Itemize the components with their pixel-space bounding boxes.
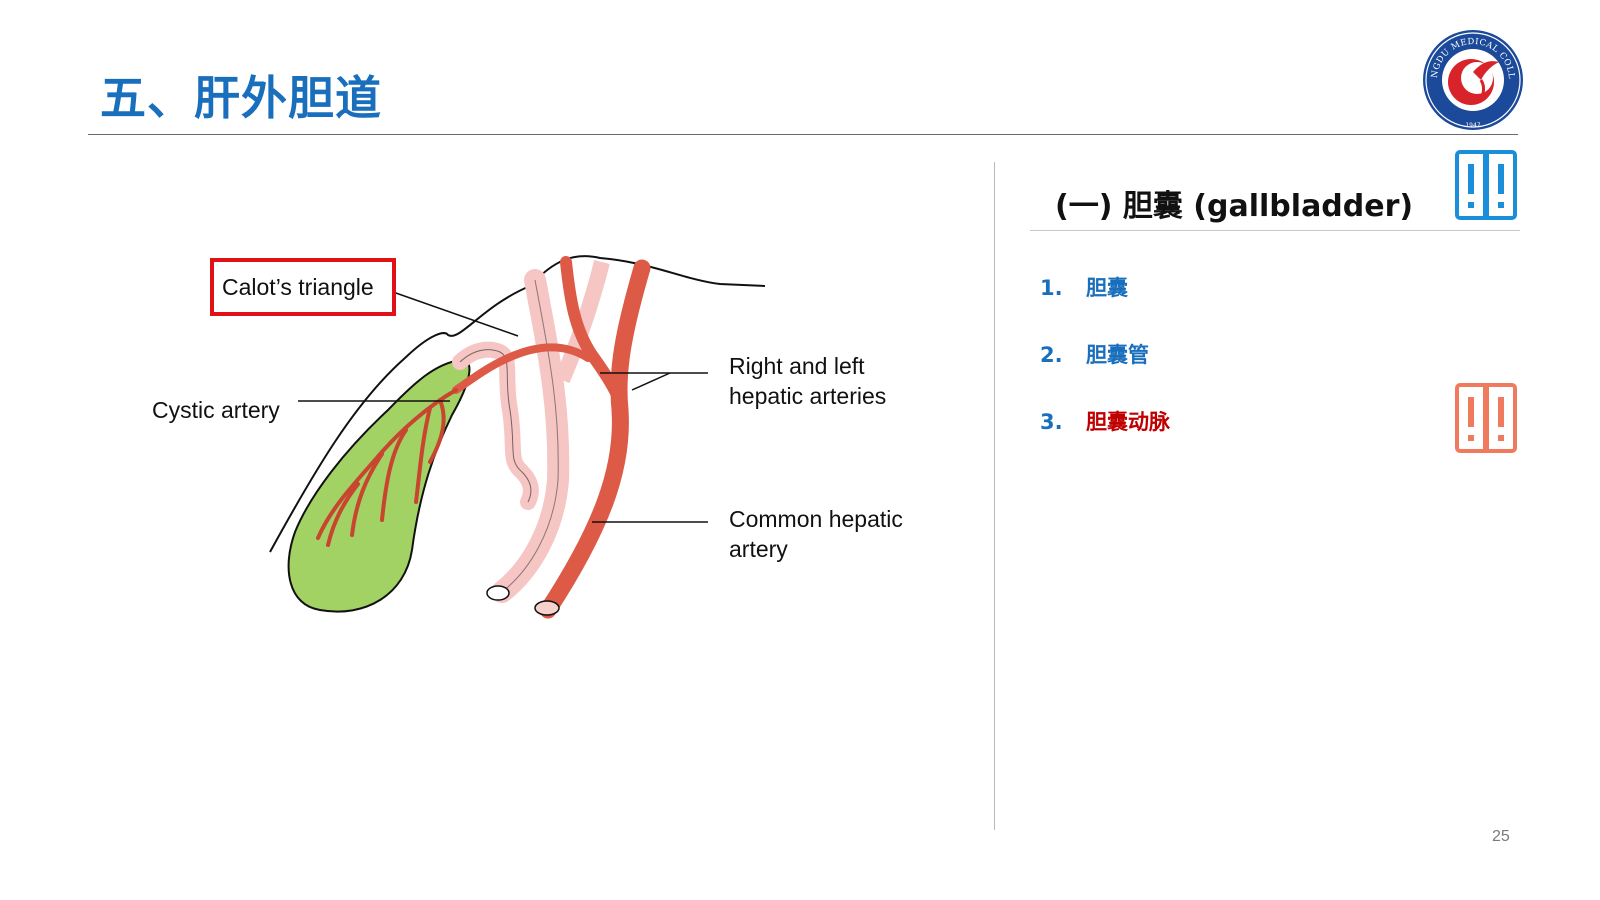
- list-item[interactable]: 1.胆囊: [1040, 272, 1128, 302]
- logo-year: 1947: [1465, 122, 1480, 129]
- label-common-hepatic-line1: Common hepatic: [729, 504, 903, 534]
- exclamation-badge-icon: [1455, 383, 1517, 453]
- label-cystic-artery: Cystic artery: [152, 395, 280, 425]
- label-common-hepatic-line2: artery: [729, 534, 788, 564]
- college-logo: CHENGDU MEDICAL COLLEGE 1947: [1421, 28, 1525, 132]
- slide-title: 五、肝外胆道: [100, 62, 382, 128]
- title-divider: [88, 134, 1518, 135]
- list-item-text: 胆囊动脉: [1086, 410, 1170, 434]
- list-item-number: 1.: [1040, 276, 1086, 300]
- cystic-duct: [460, 350, 531, 502]
- label-right-left-hepatic-line1: Right and left: [729, 351, 865, 381]
- page-number: 25: [1492, 828, 1510, 846]
- label-calot-triangle: Calot’s triangle: [222, 272, 374, 302]
- list-item-active[interactable]: 3.胆囊动脉: [1040, 406, 1170, 436]
- exclamation-badge-icon: [1455, 150, 1517, 220]
- calot-leader: [393, 292, 518, 336]
- section-title: (一) 胆囊 (gallbladder): [1055, 181, 1413, 225]
- section-divider: [1030, 230, 1520, 231]
- hepatic-arteries-leader-b: [632, 373, 670, 390]
- list-item-number: 2.: [1040, 343, 1086, 367]
- artery-end: [535, 601, 559, 615]
- label-right-left-hepatic-line2: hepatic arteries: [729, 381, 886, 411]
- list-item[interactable]: 2.胆囊管: [1040, 339, 1149, 369]
- panel-divider: [994, 162, 995, 830]
- list-item-text: 胆囊管: [1086, 343, 1149, 367]
- duct-end: [487, 586, 509, 600]
- list-item-text: 胆囊: [1086, 276, 1128, 300]
- list-item-number: 3.: [1040, 410, 1086, 434]
